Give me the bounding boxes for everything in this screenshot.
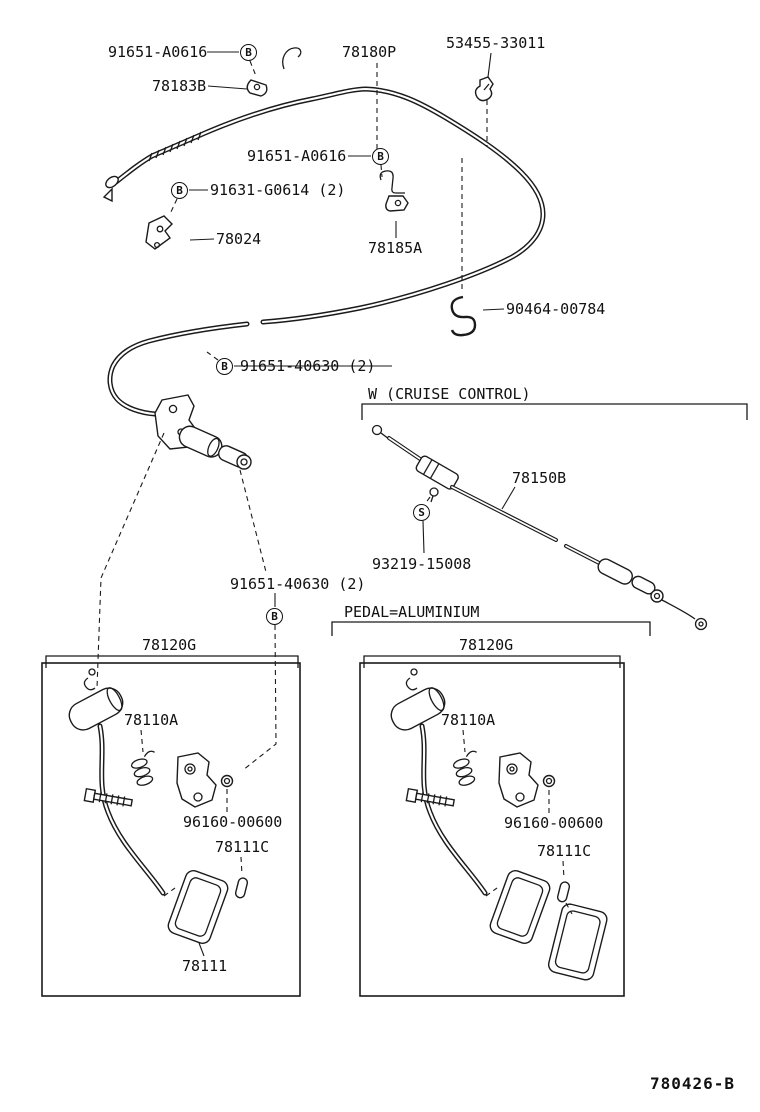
symbol-b-3: B (171, 182, 188, 199)
pedal-pad-78111-part (167, 870, 229, 944)
doc-number: 780426-B (650, 1074, 736, 1093)
pin-78111c-part (234, 877, 249, 899)
section-title-pedal-aluminium: PEDAL=ALUMINIUM (344, 603, 480, 621)
cable-linkage-assembly (154, 394, 252, 470)
label-78111c-left: 78111C (215, 838, 270, 856)
symbol-b-2: B (372, 148, 389, 165)
label-90464-00784: 90464-00784 (506, 300, 606, 318)
nut-96160-part (220, 774, 234, 788)
nut-96160-part (542, 774, 556, 788)
label-96160-right: 96160-00600 (504, 814, 604, 832)
parts-box-right (359, 662, 625, 997)
symbol-s-1: S (413, 504, 430, 521)
label-91651-40630-cable: 91651-40630 (2) (240, 357, 376, 375)
label-78111c-right: 78111C (537, 842, 592, 860)
label-96160-left: 96160-00600 (183, 813, 283, 831)
parts-box-left (41, 662, 301, 997)
label-78110a-right: 78110A (441, 711, 496, 729)
pedal-pad-part (489, 870, 551, 944)
label-78150b: 78150B (512, 469, 567, 487)
label-78185a: 78185A (368, 239, 423, 257)
label-78110a-left: 78110A (124, 711, 179, 729)
section-title-cruise-control: W (CRUISE CONTROL) (368, 385, 531, 403)
clip-53455-part (474, 76, 494, 102)
label-93219-15008: 93219-15008 (372, 555, 472, 573)
symbol-b-5: B (266, 608, 283, 625)
label-91651-40630-pedal: 91651-40630 (2) (230, 575, 366, 593)
bracket-78024-part (145, 215, 173, 250)
dashed-lines (96, 60, 573, 915)
grommet-93219-part (429, 487, 439, 497)
leader-lines (189, 51, 516, 957)
bolt-part (83, 787, 133, 807)
label-78120g-right: 78120G (459, 636, 514, 654)
cruise-control-cable (371, 424, 708, 631)
cable-clamp-78183b-part (246, 79, 268, 97)
accelerator-cable (102, 47, 546, 417)
pedal-assembly-left (68, 668, 249, 944)
pedal-bracket-part (498, 752, 539, 808)
spring-78110a-part (130, 750, 155, 786)
label-91651-a0616-mid: 91651-A0616 (247, 147, 347, 165)
label-78180p: 78180P (342, 43, 397, 61)
label-78183b: 78183B (152, 77, 207, 95)
section-brackets (45, 403, 748, 668)
label-91651-a0616-top: 91651-A0616 (108, 43, 208, 61)
label-78111: 78111 (182, 957, 228, 975)
clamp-90464-part (450, 295, 477, 337)
symbol-b-4: B (216, 358, 233, 375)
pedal-pad-aluminium-part (547, 903, 608, 981)
spring-78110a-part (452, 750, 477, 786)
symbol-b-1: B (240, 44, 257, 61)
bolt-part (405, 787, 455, 807)
hook-78185a-part (379, 170, 409, 212)
pin-78111c-part (556, 881, 571, 903)
label-78120g-left: 78120G (142, 636, 197, 654)
pedal-assembly-right (390, 668, 608, 981)
pedal-bracket-part (176, 752, 217, 808)
label-78024: 78024 (216, 230, 262, 248)
label-91631-g0614: 91631-G0614 (2) (210, 181, 346, 199)
label-53455-33011: 53455-33011 (446, 34, 546, 52)
